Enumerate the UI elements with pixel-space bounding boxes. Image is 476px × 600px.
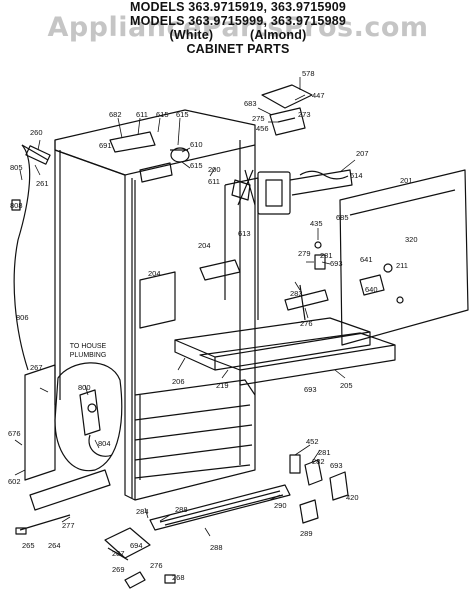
section-title: CABINET PARTS: [186, 42, 290, 56]
part-callout: 289: [300, 529, 313, 538]
part-callout: 264: [48, 541, 61, 550]
part-callout: 452: [306, 437, 319, 446]
part-callout: 200: [208, 165, 221, 174]
part-callout: 683: [244, 99, 257, 108]
part-callout: 276: [300, 319, 313, 328]
part-callout: 269: [112, 565, 125, 574]
part-callout: 614: [350, 171, 363, 180]
part-callout: 281: [320, 251, 333, 260]
part-callout: 804: [98, 439, 111, 448]
water-tube: [11, 144, 51, 371]
part-callout: 685: [336, 213, 349, 222]
part-callout: 641: [360, 255, 373, 264]
watermark-text: AppliancePartsPros.com: [47, 12, 429, 43]
part-callout: 676: [8, 429, 21, 438]
part-callout: 267: [30, 363, 43, 372]
evaporator-fan-assembly: [231, 169, 353, 215]
part-callout: 456: [256, 124, 269, 133]
part-callout: 691: [99, 141, 112, 150]
part-callout: 281: [318, 448, 331, 457]
part-callout: 806: [16, 313, 29, 322]
part-callout: 279: [298, 249, 311, 258]
shelf-brackets: [139, 259, 241, 329]
part-callout: 435: [310, 219, 323, 228]
part-callout: 693: [330, 259, 343, 268]
part-callout: 265: [22, 541, 35, 550]
cabinet-body: [54, 109, 259, 501]
part-callout: 611: [136, 110, 148, 119]
part-callout: 204: [198, 241, 211, 250]
part-callout: 205: [340, 381, 353, 390]
part-callout: 447: [312, 91, 325, 100]
part-callout: 276: [150, 561, 163, 570]
part-callout: 420: [346, 493, 359, 502]
part-callout: 260: [30, 128, 43, 137]
part-callout: 284: [136, 507, 149, 516]
part-callout: 287: [112, 549, 125, 558]
part-callout: 277: [62, 521, 75, 530]
part-callout: 694: [130, 541, 143, 550]
note-line-1: TO HOUSE: [70, 343, 107, 350]
part-callout: 693: [304, 385, 317, 394]
part-callout: 578: [302, 69, 315, 78]
part-callout: 615: [190, 161, 203, 170]
part-callout: 800: [78, 383, 91, 392]
part-callout: 211: [396, 261, 408, 270]
part-callout: 808: [10, 201, 23, 210]
light-switch-assembly: [261, 84, 313, 136]
part-callout: 805: [10, 163, 23, 172]
part-callout: 282: [312, 457, 325, 466]
color-line: (White) (Almond): [169, 28, 307, 42]
part-callout: 219: [216, 381, 229, 390]
part-callout: 290: [274, 501, 287, 510]
part-callout: 693: [330, 461, 343, 470]
part-callout: 320: [405, 235, 418, 244]
part-callout: 201: [400, 176, 413, 185]
part-callout: 275: [252, 114, 265, 123]
part-callout: 615: [176, 110, 189, 119]
part-callout: 288: [210, 543, 223, 552]
part-callout: 611: [208, 177, 220, 186]
part-callout: 640: [365, 285, 378, 294]
top-cabinet-parts: [109, 131, 190, 183]
part-callout: 682: [109, 110, 122, 119]
part-callout: 283: [290, 289, 303, 298]
diagram-header: MODELS 363.9715919, 363.9715909 MODELS 3…: [0, 0, 476, 64]
part-callout: 261: [36, 179, 49, 188]
water-valve-detail: [54, 362, 123, 472]
shelf-assemblies: [174, 317, 396, 386]
hinge-assembly-middle: [284, 241, 329, 321]
part-callout: 273: [298, 110, 311, 119]
lower-left-panel: [15, 364, 111, 535]
part-callout: 615: [156, 110, 169, 119]
toe-grille: [149, 484, 291, 531]
part-callout: 602: [8, 477, 21, 486]
part-callout: 268: [172, 573, 185, 582]
models-line-2: MODELS 363.9715999, 363.9715989: [129, 14, 347, 28]
leader-lines: [14, 77, 356, 537]
part-callout: 610: [190, 140, 203, 149]
leveling-parts: [104, 527, 176, 589]
callout-labels: 578 447 683 275 273 456 682 611 615 615 691 610 615 2…: [8, 69, 418, 582]
rear-panel: [339, 169, 469, 346]
part-callout: 207: [356, 149, 369, 158]
part-callout: 206: [172, 377, 185, 386]
part-callout: 288: [175, 505, 188, 514]
part-callout: 204: [148, 269, 161, 278]
models-line-1: MODELS 363.9715919, 363.9715909: [129, 0, 347, 14]
note-line-2: PLUMBING: [70, 352, 107, 359]
part-callout: 613: [238, 229, 251, 238]
